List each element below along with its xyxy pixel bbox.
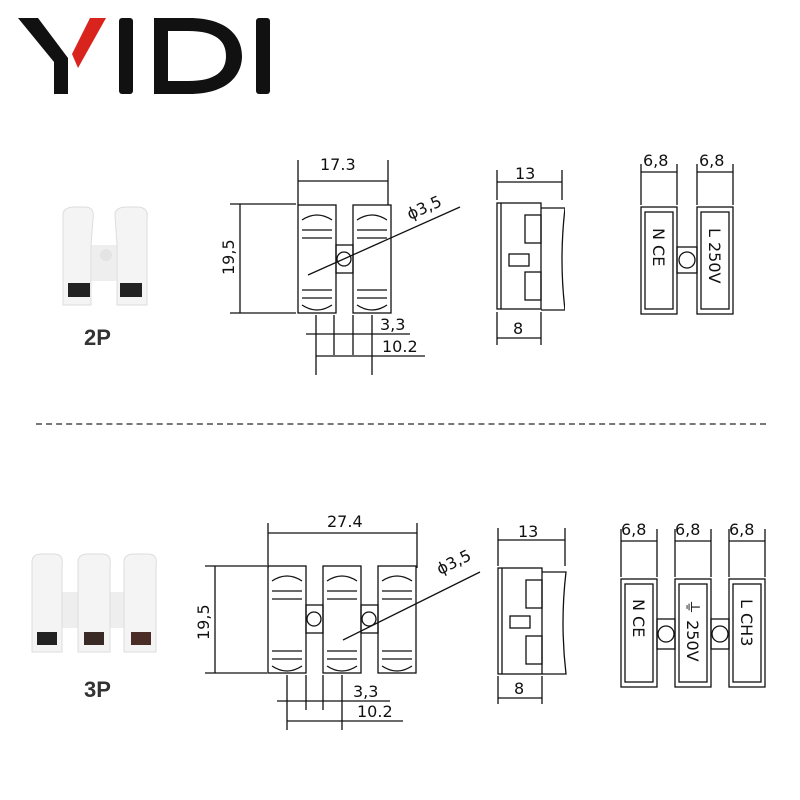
yidi-logo [18, 18, 270, 94]
svg-text:19,5: 19,5 [194, 604, 213, 640]
marking-view-2p-drawing: 6,8 6,8 N CE L 250V [640, 151, 734, 315]
logo-letter-i [119, 18, 133, 94]
svg-text:6,8: 6,8 [699, 151, 724, 170]
logo-letter-y [18, 18, 106, 94]
svg-text:ϕ3,5: ϕ3,5 [433, 546, 474, 579]
svg-text:3,3: 3,3 [380, 315, 405, 334]
side-view-2p-drawing: 13 8 [496, 164, 565, 345]
svg-text:L 250V: L 250V [705, 228, 724, 284]
logo-letter-i-2 [256, 18, 270, 94]
product-label-3p: 3P [84, 677, 111, 702]
side-view-3p-drawing: 13 8 [497, 522, 567, 704]
svg-text:ϕ3,5: ϕ3,5 [404, 192, 445, 224]
svg-text:N CE: N CE [629, 599, 648, 637]
svg-text:N CE: N CE [649, 228, 668, 266]
connector-3p-photo [31, 553, 157, 653]
marking-view-3p-drawing: 6,8 6,8 6,8 N CE ⏚ 250V L CH3 [620, 520, 766, 688]
svg-text:⏚ 250V: ⏚ 250V [683, 599, 702, 662]
svg-text:10.2: 10.2 [382, 337, 418, 356]
product-label-2p: 2P [84, 325, 111, 350]
svg-text:6,8: 6,8 [621, 520, 646, 539]
svg-text:6,8: 6,8 [643, 151, 668, 170]
svg-text:8: 8 [513, 319, 523, 338]
svg-text:3,3: 3,3 [353, 682, 378, 701]
connector-2p-photo [62, 206, 148, 306]
svg-text:13: 13 [515, 164, 535, 183]
top-view-3p-drawing: 27.4 19,5 ϕ3,5 3,3 10.2 [194, 512, 481, 730]
svg-text:17.3: 17.3 [320, 155, 356, 174]
svg-text:19,5: 19,5 [219, 239, 238, 275]
svg-text:L CH3: L CH3 [737, 599, 756, 646]
logo-letter-d [154, 18, 242, 94]
svg-text:13: 13 [518, 522, 538, 541]
svg-text:8: 8 [514, 679, 524, 698]
svg-text:10.2: 10.2 [357, 702, 393, 721]
section-divider [36, 423, 766, 425]
svg-text:27.4: 27.4 [327, 512, 363, 531]
top-view-2p-drawing: 17.3 19,5 ϕ3,5 3,3 10.2 [219, 155, 461, 375]
svg-text:6,8: 6,8 [675, 520, 700, 539]
svg-text:6,8: 6,8 [729, 520, 754, 539]
